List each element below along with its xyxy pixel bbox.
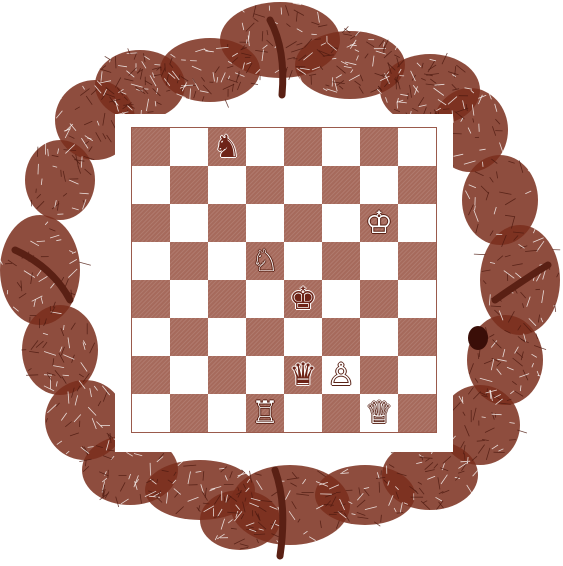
square-e3[interactable] [284, 318, 322, 356]
square-b1[interactable] [170, 394, 208, 432]
square-g5[interactable] [360, 242, 398, 280]
square-e1[interactable] [284, 394, 322, 432]
square-f2[interactable]: ♙ [322, 356, 360, 394]
square-a7[interactable] [132, 166, 170, 204]
white-rook-icon[interactable]: ♖ [251, 398, 279, 429]
foliage-cluster [25, 140, 95, 220]
square-h3[interactable] [398, 318, 436, 356]
square-a4[interactable] [132, 280, 170, 318]
foliage-stroke [379, 482, 380, 493]
square-d1[interactable]: ♖ [246, 394, 284, 432]
square-c3[interactable] [208, 318, 246, 356]
square-h6[interactable] [398, 204, 436, 242]
square-c4[interactable] [208, 280, 246, 318]
foliage-stroke [281, 8, 282, 15]
foliage-stroke [509, 440, 516, 441]
foliage-stroke [474, 254, 486, 255]
square-c1[interactable] [208, 394, 246, 432]
board-frame: ♞ ♔ ♘ ♚ ♛ ♙ ♖ ♕ [115, 114, 453, 452]
square-e7[interactable] [284, 166, 322, 204]
foliage-stroke [492, 414, 502, 415]
chessboard: ♞ ♔ ♘ ♚ ♛ ♙ ♖ ♕ [132, 128, 436, 432]
foliage-stroke [225, 100, 229, 108]
square-d7[interactable] [246, 166, 284, 204]
foliage-stroke [26, 375, 38, 376]
square-f5[interactable] [322, 242, 360, 280]
square-d5[interactable]: ♘ [246, 242, 284, 280]
square-d4[interactable] [246, 280, 284, 318]
square-b5[interactable] [170, 242, 208, 280]
square-c8[interactable]: ♞ [208, 128, 246, 166]
foliage-stroke [397, 102, 398, 108]
square-f8[interactable] [322, 128, 360, 166]
square-h1[interactable] [398, 394, 436, 432]
square-f7[interactable] [322, 166, 360, 204]
square-c6[interactable] [208, 204, 246, 242]
square-h8[interactable] [398, 128, 436, 166]
square-e4[interactable]: ♚ [284, 280, 322, 318]
square-a3[interactable] [132, 318, 170, 356]
square-c7[interactable] [208, 166, 246, 204]
square-a8[interactable] [132, 128, 170, 166]
square-a1[interactable] [132, 394, 170, 432]
square-g7[interactable] [360, 166, 398, 204]
square-d2[interactable] [246, 356, 284, 394]
square-d8[interactable] [246, 128, 284, 166]
square-h5[interactable] [398, 242, 436, 280]
square-b7[interactable] [170, 166, 208, 204]
square-h4[interactable] [398, 280, 436, 318]
square-b6[interactable] [170, 204, 208, 242]
square-c5[interactable] [208, 242, 246, 280]
square-f3[interactable] [322, 318, 360, 356]
square-g6[interactable]: ♔ [360, 204, 398, 242]
square-b8[interactable] [170, 128, 208, 166]
square-a6[interactable] [132, 204, 170, 242]
square-e6[interactable] [284, 204, 322, 242]
foliage-stroke [37, 147, 38, 157]
square-g4[interactable] [360, 280, 398, 318]
square-g3[interactable] [360, 318, 398, 356]
white-knight-icon[interactable]: ♘ [251, 246, 279, 277]
square-b3[interactable] [170, 318, 208, 356]
square-h7[interactable] [398, 166, 436, 204]
square-a5[interactable] [132, 242, 170, 280]
beetle-icon [468, 326, 488, 350]
square-e2[interactable]: ♛ [284, 356, 322, 394]
foliage-stroke [336, 492, 341, 493]
foliage-stroke [154, 65, 160, 66]
black-knight-icon[interactable]: ♞ [213, 132, 241, 163]
foliage-stroke [443, 109, 450, 110]
foliage-stroke [247, 39, 248, 43]
white-pawn-icon[interactable]: ♙ [327, 360, 355, 391]
black-king-icon[interactable]: ♚ [289, 284, 317, 315]
square-g2[interactable] [360, 356, 398, 394]
foliage-stroke [483, 162, 484, 167]
square-f1[interactable] [322, 394, 360, 432]
square-b2[interactable] [170, 356, 208, 394]
square-h2[interactable] [398, 356, 436, 394]
square-g8[interactable] [360, 128, 398, 166]
square-c2[interactable] [208, 356, 246, 394]
square-d3[interactable] [246, 318, 284, 356]
square-b4[interactable] [170, 280, 208, 318]
square-d6[interactable] [246, 204, 284, 242]
foliage-stroke [61, 170, 62, 177]
white-king-icon[interactable]: ♔ [365, 208, 393, 239]
square-a2[interactable] [132, 356, 170, 394]
square-e5[interactable] [284, 242, 322, 280]
foliage-stroke [79, 262, 91, 265]
square-f6[interactable] [322, 204, 360, 242]
square-e8[interactable] [284, 128, 322, 166]
square-g1[interactable]: ♕ [360, 394, 398, 432]
foliage-stroke [105, 56, 112, 60]
black-queen-icon[interactable]: ♛ [289, 360, 317, 391]
square-f4[interactable] [322, 280, 360, 318]
white-queen-icon[interactable]: ♕ [365, 398, 393, 429]
